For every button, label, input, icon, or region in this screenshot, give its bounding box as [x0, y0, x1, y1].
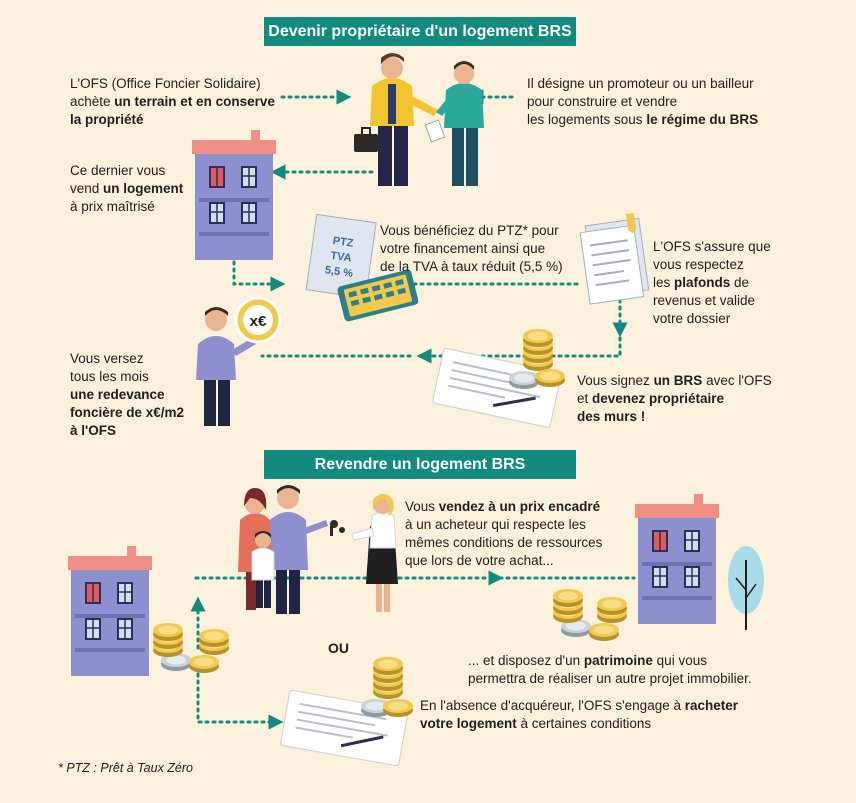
svg-text:5,5 %: 5,5 % — [324, 264, 354, 280]
resale-ofs-buyback: En l'absence d'acquéreur, l'OFS s'engage… — [420, 698, 739, 731]
coins-right — [553, 589, 627, 641]
step-sells-home: Ce dernier vous vend un logement à prix … — [70, 163, 184, 214]
handshake-illustration — [354, 53, 484, 186]
or-separator: OU — [328, 640, 349, 656]
step-sign-brs: Vous signez un BRS avec l'OFS et devenez… — [577, 373, 772, 424]
svg-text:PTZ: PTZ — [332, 235, 355, 250]
svg-text:TVA: TVA — [330, 250, 353, 265]
footnote: * PTZ : Prêt à Taux Zéro — [58, 761, 194, 775]
building-resale-right — [635, 494, 719, 624]
section-title-buy: Devenir propriétaire d'un logement BRS — [264, 17, 576, 46]
resale-wealth: ... et disposez d'un patrimoine qui vous… — [468, 653, 752, 686]
keys-icon — [330, 520, 345, 536]
step-monthly-fee: Vous versez tous les mois une redevance … — [70, 351, 185, 438]
step-ptz-financing: Vous bénéficiez du PTZ* pour votre finan… — [380, 223, 563, 274]
resale-capped-price: Vous vendez à un prix encadré à un achet… — [405, 499, 603, 568]
step-ofs-buys-land: L'OFS (Office Foncier Solidaire) achète … — [70, 76, 275, 127]
contract-coins-resale — [278, 657, 413, 768]
ptz-document-icon: PTZ TVA 5,5 % — [305, 213, 377, 299]
euro-icon: x€ — [250, 313, 267, 330]
tree-icon — [728, 546, 764, 630]
section-title-resell: Revendre un logement BRS — [264, 450, 576, 479]
step-ofs-checks: L'OFS s'assure que vous respectez les pl… — [653, 239, 771, 326]
contract-coins-buy — [430, 329, 565, 430]
building-top — [192, 130, 276, 260]
person-paying-illustration: x€ — [196, 296, 282, 426]
calculator-icon — [337, 269, 419, 322]
checklist-document-icon — [579, 213, 650, 305]
coins-left — [153, 623, 229, 673]
step-designates-builder: Il désigne un promoteur ou un bailleur p… — [527, 76, 759, 127]
building-resale-left — [68, 546, 152, 676]
family-sale-illustration — [238, 485, 398, 614]
